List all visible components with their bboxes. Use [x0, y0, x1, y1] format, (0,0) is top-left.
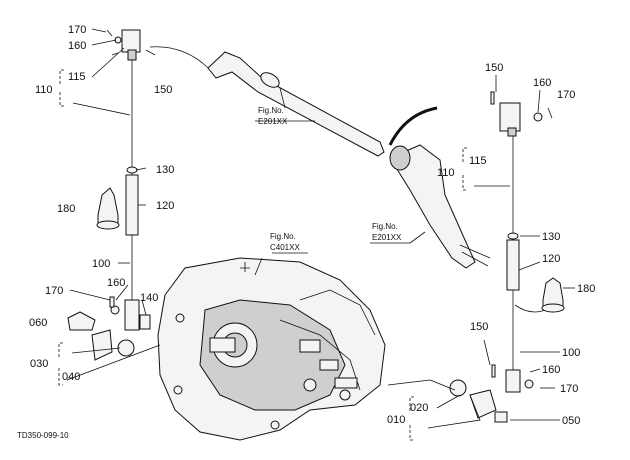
label-150-right-low: 150 — [470, 321, 488, 333]
label-100-right: 100 — [562, 347, 580, 359]
label-180-right: 180 — [577, 283, 595, 295]
drawing-code: TD350-099-10 — [17, 431, 69, 440]
label-115-right: 115 — [469, 155, 487, 167]
fig-ref-2-code: C401XX — [270, 243, 300, 252]
label-110-right: 110 — [437, 167, 455, 179]
label-150-right-top: 150 — [485, 62, 503, 74]
label-020: 020 — [410, 402, 428, 414]
label-170-left-top: 170 — [68, 24, 86, 36]
label-180-left: 180 — [57, 203, 75, 215]
label-160-left-mid: 160 — [107, 277, 125, 289]
label-160-right-low: 160 — [542, 364, 560, 376]
label-170-right-top: 170 — [557, 89, 575, 101]
label-160-left-top: 160 — [68, 40, 86, 52]
label-120-right: 120 — [542, 253, 560, 265]
fig-ref-2-title: Fig.No. — [270, 232, 296, 241]
part-labels: 170 160 115 110 150 130 120 180 100 160 … — [29, 24, 595, 427]
transmission-housing — [157, 257, 386, 441]
label-120-left: 120 — [156, 200, 174, 212]
label-040: 040 — [62, 371, 80, 383]
label-140: 140 — [140, 292, 158, 304]
label-170-left-mid: 170 — [45, 285, 63, 297]
label-060: 060 — [29, 317, 47, 329]
fig-ref-3-title: Fig.No. — [372, 222, 398, 231]
figure-references: Fig.No. E201XX Fig.No. C401XX Fig.No. E2… — [258, 106, 402, 252]
label-010: 010 — [387, 414, 405, 426]
leader-lines — [58, 28, 575, 441]
label-030: 030 — [30, 358, 48, 370]
label-115-left: 115 — [68, 71, 86, 83]
label-130-left: 130 — [156, 164, 174, 176]
pedal-shaft — [207, 51, 491, 269]
label-150-left: 150 — [154, 84, 172, 96]
label-160-right-top: 160 — [533, 77, 551, 89]
label-170-right-low: 170 — [560, 383, 578, 395]
fig-ref-1-code: E201XX — [258, 117, 288, 126]
label-050: 050 — [562, 415, 580, 427]
label-100-left: 100 — [92, 258, 110, 270]
label-130-right: 130 — [542, 231, 560, 243]
fig-ref-3-code: E201XX — [372, 233, 402, 242]
label-110-left: 110 — [35, 84, 53, 96]
left-rod-assembly — [67, 29, 156, 361]
fig-ref-1-title: Fig.No. — [258, 106, 284, 115]
